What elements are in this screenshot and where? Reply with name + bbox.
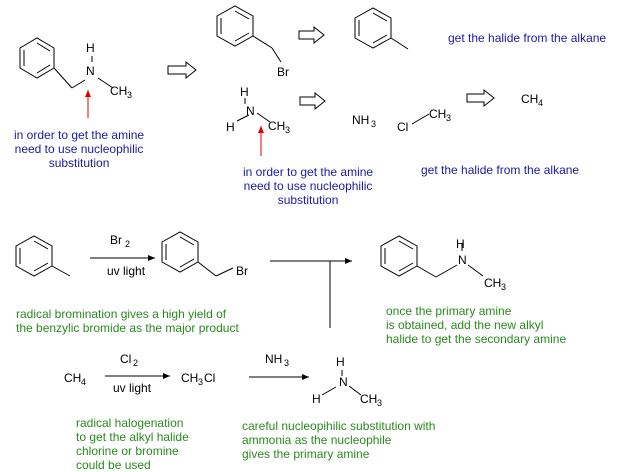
atom-nh: NH (352, 113, 369, 127)
atom-sub-3: 3 (377, 398, 382, 408)
reagent-uv-light-1: uv light (107, 264, 146, 278)
retro-arrow-4 (466, 88, 495, 108)
atom-h: H (336, 355, 345, 369)
atom-br: Br (236, 264, 248, 278)
reagent-uv-light-2: uv light (113, 381, 152, 395)
retro-arrow-1 (167, 60, 197, 80)
atom-sub-4: 4 (538, 98, 543, 108)
secondary-amine-note: once the primary amine is obtained, add … (386, 304, 567, 346)
atom-sub-3: 3 (446, 113, 451, 123)
benzene-ring-target (19, 37, 55, 79)
atom-ch: CH (110, 84, 127, 98)
benzene-ring-toluene-forward (15, 235, 53, 277)
atom-h: H (456, 237, 465, 251)
atom-ch: CH (484, 276, 501, 290)
atom-h: H (86, 41, 95, 55)
atom-cl: Cl (397, 120, 408, 134)
atom-sub-3: 3 (501, 282, 506, 292)
atom-sub-3: 3 (127, 90, 132, 100)
atom-sub-3: 3 (198, 377, 203, 387)
ch2-bond (53, 67, 73, 89)
n-methyl-bond (97, 77, 114, 89)
atom-sub-2: 2 (133, 358, 138, 368)
benzene-ring-benzylbromide-top (216, 5, 254, 47)
atom-sub-3: 3 (371, 119, 376, 129)
halide-note-2: get the halide from the alkane (421, 163, 580, 177)
atom-br: Br (277, 65, 289, 79)
halogenation-note: radical halogenation to get the alkyl ha… (76, 416, 189, 472)
atom-h: H (226, 120, 235, 134)
benzene-ring-benzylbromide-forward (161, 231, 199, 273)
atom-h: H (312, 392, 321, 406)
atom-sub-4: 4 (81, 377, 86, 387)
atom-sub-3: 3 (285, 125, 290, 135)
benzene-ring-product (380, 235, 418, 277)
atom-ch: CH (181, 371, 198, 385)
ammonia-note: careful nucleopihilic substitution with … (242, 419, 436, 461)
atom-n: N (458, 253, 467, 267)
atom-ch: CH (64, 371, 81, 385)
atom-sub-3: 3 (284, 358, 289, 368)
reagent-cl2: Cl (120, 352, 131, 366)
amine-note-1: in order to get the amine need to use nu… (14, 128, 145, 170)
bromination-note: radical bromination gives a high yield o… (16, 307, 239, 335)
c-n-bond (71, 79, 86, 89)
atom-n: N (339, 375, 348, 389)
atom-ch: CH (521, 92, 538, 106)
atom-ch: CH (268, 119, 285, 133)
atom-ch: CH (429, 107, 446, 121)
retro-arrow-3 (299, 91, 326, 111)
reagent-br2: Br (110, 233, 122, 247)
benzene-ring-toluene-top (354, 7, 392, 49)
amine-note-2: in order to get the amine need to use nu… (243, 165, 374, 207)
atom-h: H (240, 85, 249, 99)
atom-n: N (86, 64, 95, 78)
atom-sub-2: 2 (125, 239, 130, 249)
reagent-nh3: NH (265, 352, 282, 366)
atom-ch: CH (360, 392, 377, 406)
halide-note-1: get the halide from the alkane (448, 31, 607, 45)
atom-cl-suffix: Cl (204, 371, 215, 385)
atom-n: N (246, 104, 255, 118)
retro-arrow-2 (298, 25, 325, 45)
